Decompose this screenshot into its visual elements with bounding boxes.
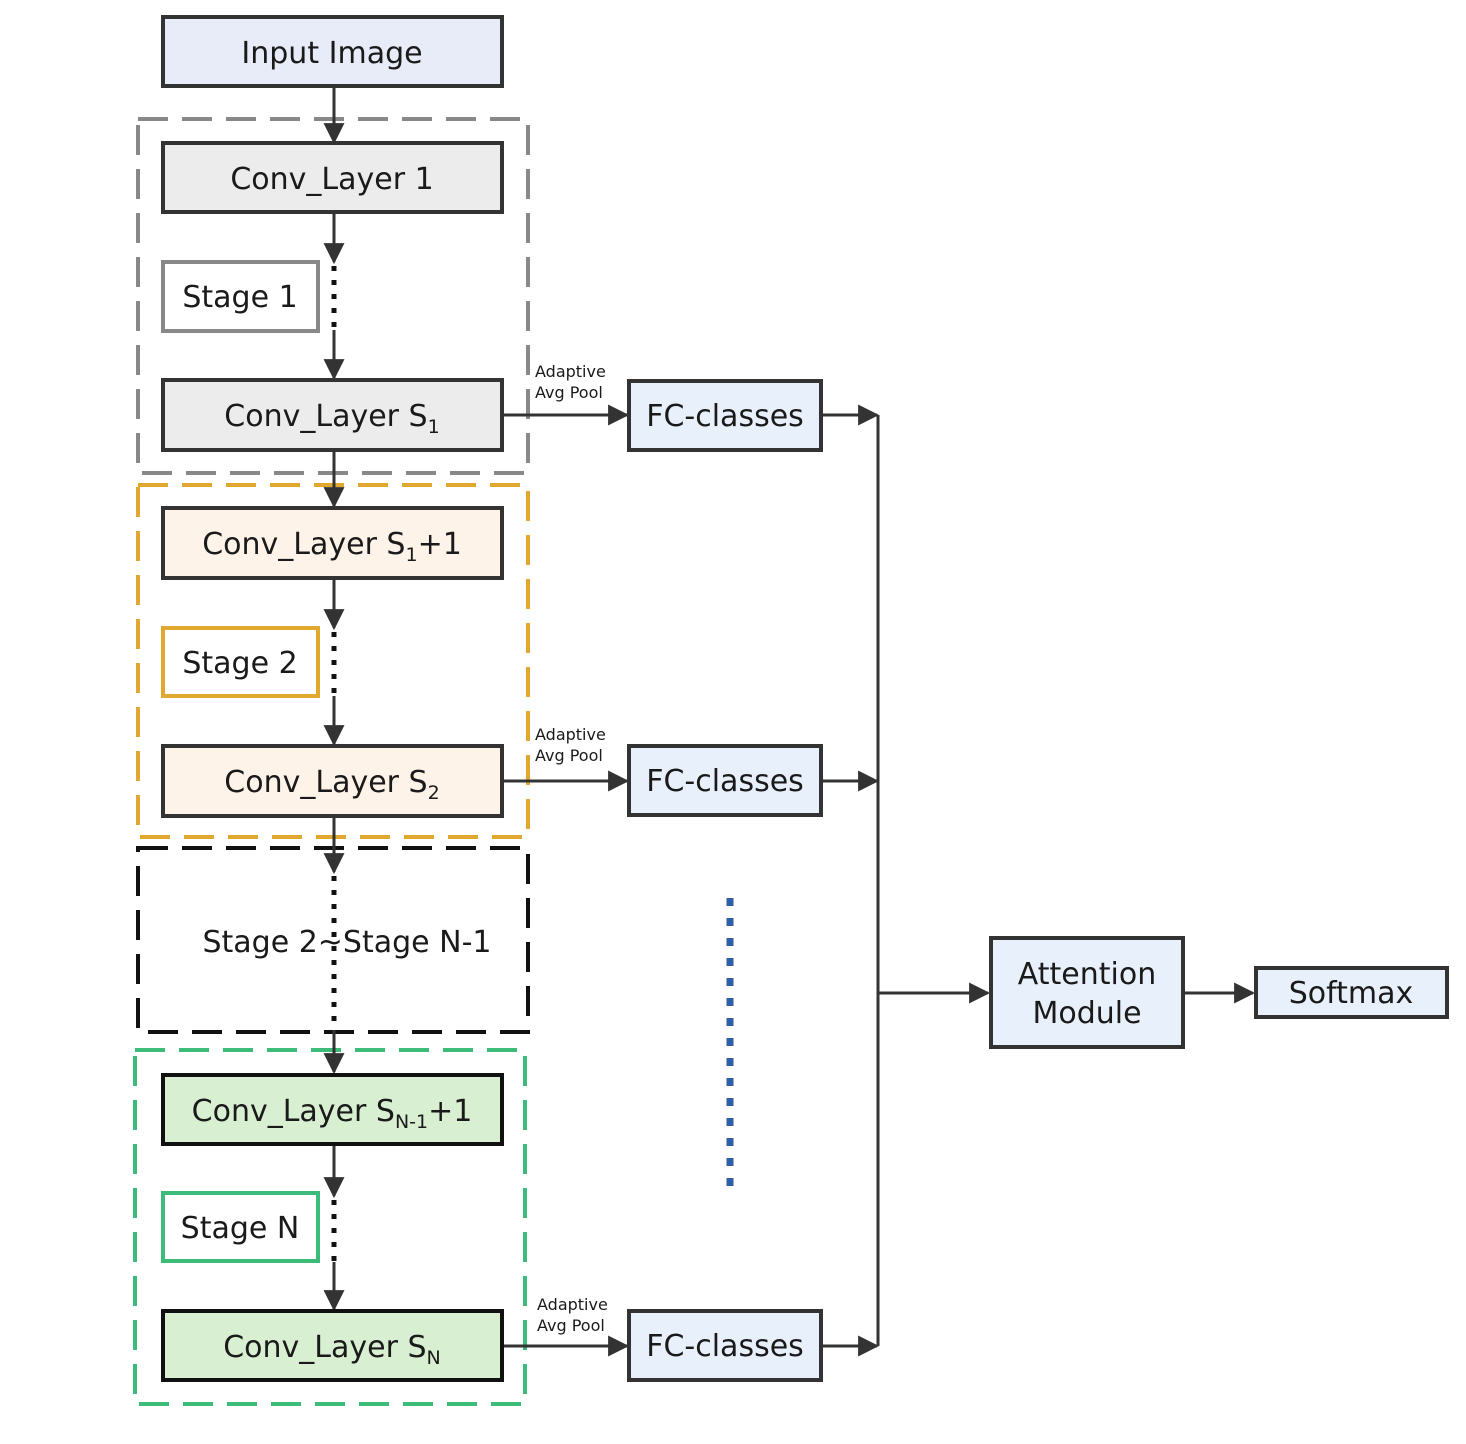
- conv-layer-s1-sub: 1: [428, 416, 440, 438]
- conv-layer-s1p1-node: [161, 506, 504, 580]
- attention-module-node: [989, 936, 1185, 1049]
- conv-layer-sn-base: Conv_Layer S: [223, 1330, 426, 1365]
- conv-layer-s1-node: [161, 378, 504, 452]
- stage-1-node: [161, 260, 320, 333]
- conv-layer-sn1p1-base: Conv_Layer S: [192, 1094, 395, 1129]
- pool-label-1b: Avg Pool: [535, 383, 603, 402]
- fc-classes-1-node: [627, 379, 823, 452]
- stage-n-label: Stage N: [181, 1211, 300, 1246]
- pool-label-2a: Adaptive: [535, 725, 606, 744]
- stage-n-node: [161, 1191, 320, 1263]
- fc-classes-3-node: [627, 1309, 823, 1382]
- pool-label-1a: Adaptive: [535, 362, 606, 381]
- conv-layer-s1p1-suffix: +1: [418, 527, 462, 562]
- fc-classes-3-label: FC-classes: [646, 1329, 804, 1364]
- conv-layer-s1p1-base: Conv_Layer S: [202, 527, 405, 562]
- conv-layer-sn-node: [161, 1309, 504, 1382]
- stage-2-label: Stage 2: [182, 646, 297, 681]
- conv-layer-1-node: [161, 141, 504, 214]
- conv-layer-s2-node: [161, 744, 504, 818]
- stage-range-label: Stage 2~Stage N-1: [202, 925, 491, 960]
- conv-layer-s1p1-label: Conv_Layer S1+1: [202, 527, 462, 566]
- fc-classes-2-node: [627, 744, 823, 817]
- conv-layer-s1p1-sub: 1: [405, 544, 417, 566]
- conv-layer-sn-sub: N: [427, 1347, 441, 1369]
- conv-layer-sn1p1-label: Conv_Layer SN-1+1: [192, 1094, 473, 1133]
- conv-layer-sn1p1-suffix: +1: [428, 1094, 472, 1129]
- conv-layer-sn1p1-sub: N-1: [395, 1111, 428, 1133]
- softmax-label: Softmax: [1289, 976, 1414, 1011]
- softmax-node: [1254, 966, 1449, 1019]
- conv-layer-1-label: Conv_Layer 1: [230, 162, 433, 197]
- stage-2-node: [161, 626, 320, 698]
- stage-n-group: [133, 1048, 527, 1406]
- input-image-label: Input Image: [241, 36, 422, 71]
- pool-label-3a: Adaptive: [537, 1295, 608, 1314]
- fc-classes-2-label: FC-classes: [646, 764, 804, 799]
- pool-label-3b: Avg Pool: [537, 1316, 605, 1335]
- fc-classes-1-label: FC-classes: [646, 399, 804, 434]
- conv-layer-s2-sub: 2: [428, 782, 440, 804]
- attention-module-line2: Module: [1032, 996, 1141, 1031]
- input-image-node: [161, 15, 504, 88]
- conv-layer-sn-label: Conv_Layer SN: [223, 1330, 441, 1369]
- attention-module-line1: Attention: [1018, 957, 1156, 992]
- conv-layer-sn1p1-node: [161, 1073, 504, 1146]
- conv-layer-s1-label: Conv_Layer S1: [224, 399, 439, 438]
- conv-layer-s2-label: Conv_Layer S2: [224, 765, 439, 804]
- conv-layer-s2-base: Conv_Layer S: [224, 765, 427, 800]
- stage-1-label: Stage 1: [182, 280, 297, 315]
- pool-label-2b: Avg Pool: [535, 746, 603, 765]
- conv-layer-s1-base: Conv_Layer S: [224, 399, 427, 434]
